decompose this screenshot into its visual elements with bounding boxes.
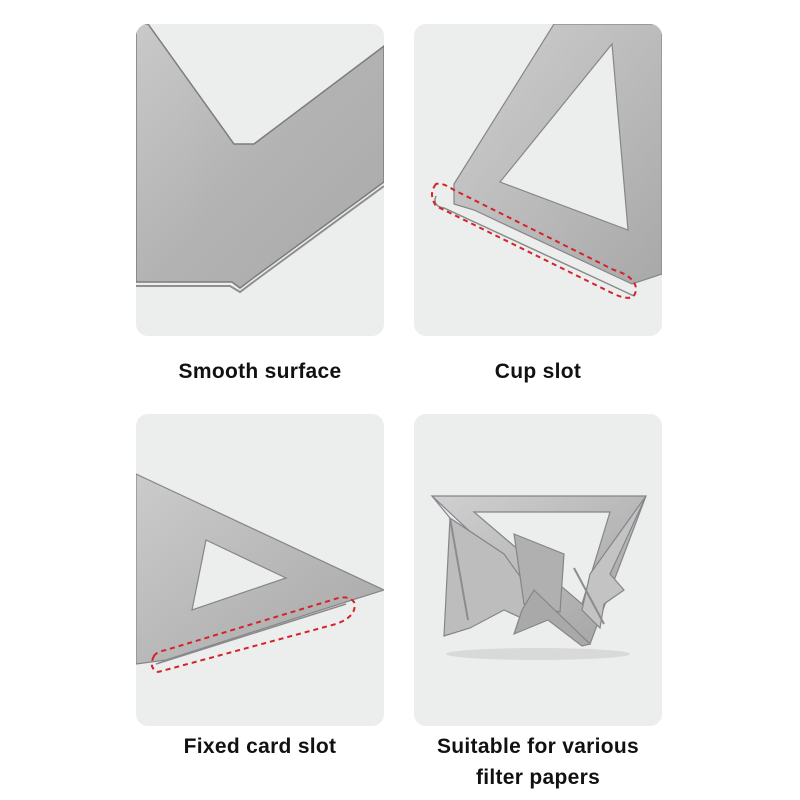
assembled-triangular-dripper-stand [430, 495, 647, 660]
caption-fixed-card-slot: Fixed card slot [183, 735, 337, 758]
steel-frame-cup-slot [431, 24, 662, 299]
smooth-surface-image [136, 24, 384, 336]
fixed-card-slot-image [136, 414, 384, 726]
caption-smooth-surface: Smooth surface [178, 360, 342, 383]
caption-cup-slot: Cup slot [494, 360, 582, 383]
cup-slot-image [414, 24, 662, 336]
steel-frame-card-slot [136, 473, 384, 674]
card-slot-highlight [150, 596, 356, 674]
assembled-stand-image [414, 414, 662, 726]
steel-plate-closeup [136, 24, 384, 294]
caption-filter-papers: Suitable for various filter papers [436, 735, 640, 789]
